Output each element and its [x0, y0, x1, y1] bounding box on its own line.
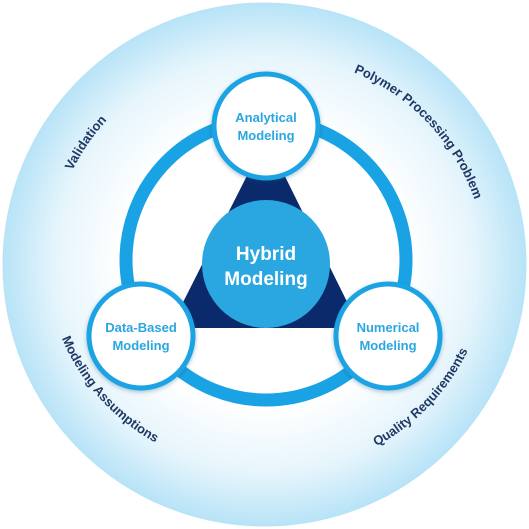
node-data-based-line2: Modeling — [112, 338, 169, 353]
node-data-based-line1: Data-Based — [105, 320, 177, 335]
node-analytical: Analytical Modeling — [211, 71, 321, 181]
node-data-based: Data-Based Modeling — [86, 281, 196, 391]
node-analytical-line1: Analytical — [235, 110, 296, 125]
node-analytical-line2: Modeling — [237, 128, 294, 143]
center-circle — [202, 200, 330, 328]
node-numerical-line1: Numerical — [357, 320, 420, 335]
node-numerical: Numerical Modeling — [333, 281, 443, 391]
node-numerical-line2: Modeling — [359, 338, 416, 353]
center-label-line1: Hybrid — [236, 244, 296, 265]
center-label-line2: Modeling — [224, 269, 307, 290]
